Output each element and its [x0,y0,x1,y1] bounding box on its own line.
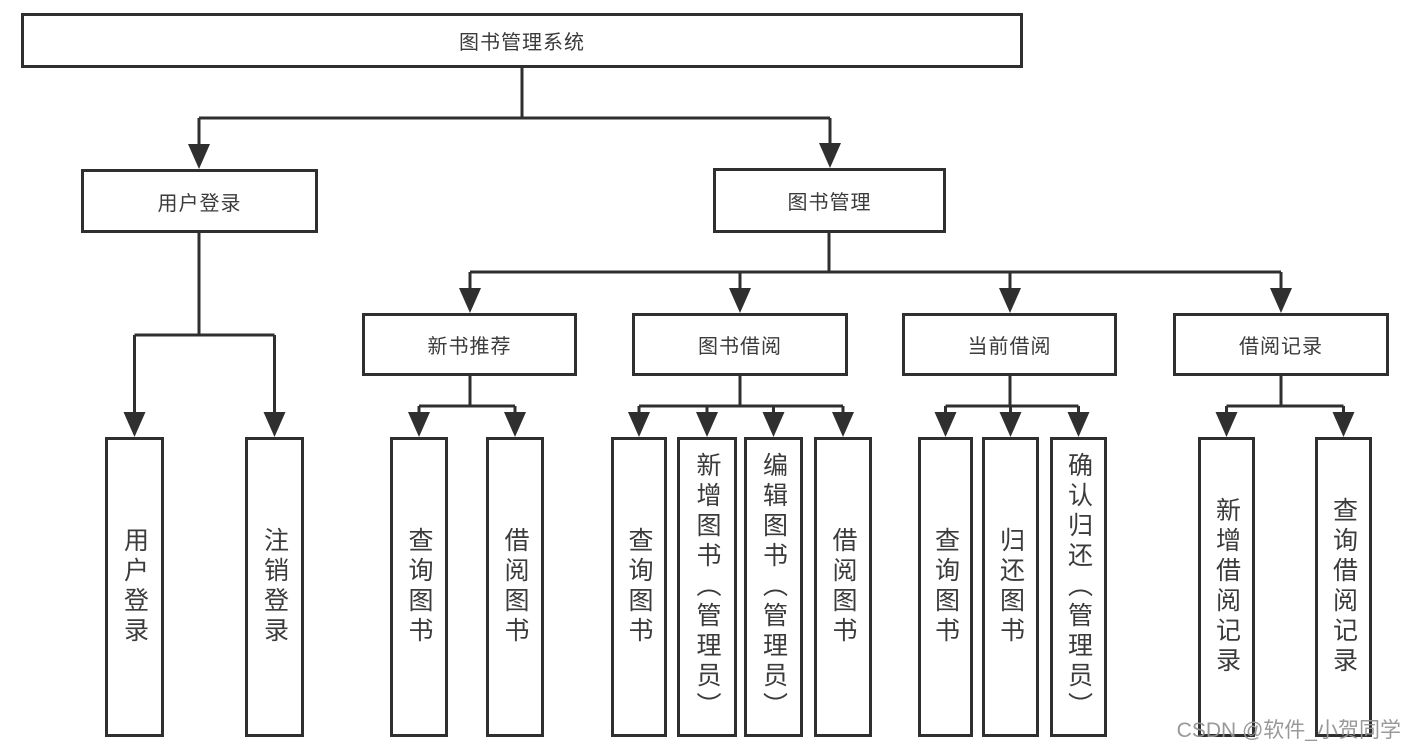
arrow-down-icon [1332,412,1355,437]
leaf-borrow-borrow-books: 借阅图书 [814,437,872,737]
node-borrow-records: 借阅记录 [1173,313,1389,376]
arrow-down-icon [762,412,785,437]
watermark: CSDN @软件_小贺同学 [1176,719,1401,742]
arrow-down-icon [729,288,751,313]
leaf-records-add-record: 新增借阅记录 [1198,437,1255,737]
arrow-down-icon [459,288,481,313]
leaf-borrow-edit-books-admin: 编辑图书（管理员） [744,437,803,737]
node-book-borrow: 图书借阅 [632,313,848,376]
leaf-records-query-record: 查询借阅记录 [1315,437,1372,737]
leaf-current-query-books: 查询图书 [918,437,973,737]
leaf-borrow-query-books: 查询图书 [611,437,667,737]
leaf-current-return-books: 归还图书 [982,437,1039,737]
arrow-down-icon [999,288,1021,313]
node-root: 图书管理系统 [21,13,1023,68]
arrow-down-icon [123,412,146,437]
arrow-down-icon [832,412,854,437]
node-book-management: 图书管理 [713,168,946,233]
arrow-down-icon [408,412,430,437]
arrow-down-icon [819,143,841,168]
node-current-borrow: 当前借阅 [902,313,1117,376]
leaf-borrow-add-books-admin: 新增图书（管理员） [677,437,737,737]
arrow-down-icon [999,412,1022,437]
arrow-down-icon [628,412,650,437]
arrow-down-icon [188,144,210,169]
arrow-down-icon [934,412,957,437]
node-user-login: 用户登录 [81,169,318,233]
arrow-down-icon [1215,412,1238,437]
arrow-down-icons [123,143,1355,437]
leaf-current-confirm-return-admin: 确认归还（管理员） [1050,437,1107,737]
arrow-down-icon [1270,288,1292,313]
arrow-down-icon [504,412,526,437]
tree-edges [133,68,1345,417]
node-new-book-recommend: 新书推荐 [362,313,577,376]
arrow-down-icon [263,412,286,437]
leaf-newbook-borrow-books: 借阅图书 [486,437,544,737]
arrow-down-icon [1067,412,1090,437]
leaf-newbook-query-books: 查询图书 [390,437,448,737]
leaf-user-login: 用户登录 [105,437,164,737]
leaf-logout: 注销登录 [245,437,304,737]
arrow-down-icon [696,412,718,437]
